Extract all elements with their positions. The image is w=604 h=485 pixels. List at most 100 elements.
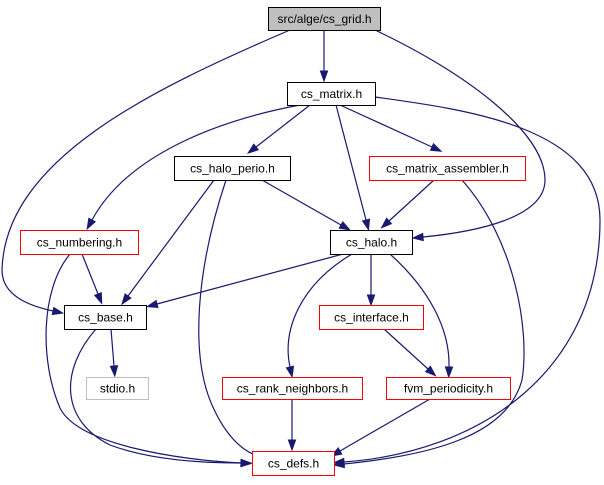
- edge-arrowhead: [411, 232, 424, 242]
- edge-line: [388, 179, 435, 222]
- nodes-layer: src/alge/cs_grid.h cs_matrix.h cs_halo_per…: [20, 7, 526, 476]
- edge-line: [1, 29, 291, 312]
- node-box: [268, 7, 381, 31]
- edge-arrowhead: [246, 143, 260, 155]
- edge-line: [91, 104, 301, 221]
- edge-cs_base-to-stdio: [109, 328, 119, 378]
- node-cs-halo-perio[interactable]: cs_halo_perio.h: [174, 156, 291, 181]
- node-box: [252, 451, 335, 476]
- edge-cs_matrix_assembler-to-cs_defs: [332, 179, 525, 469]
- node-cs-matrix[interactable]: cs_matrix.h: [287, 82, 376, 106]
- edge-arrowhead: [444, 366, 454, 379]
- node-cs-numbering[interactable]: cs_numbering.h: [20, 230, 139, 255]
- edge-arrowhead: [424, 365, 437, 377]
- edge-line: [261, 179, 342, 226]
- edge-cs_numbering-to-cs_base: [81, 253, 103, 305]
- node-cs-interface[interactable]: cs_interface.h: [319, 305, 424, 330]
- node-cs-defs[interactable]: cs_defs.h: [252, 451, 335, 476]
- node-box: [174, 156, 291, 181]
- edge-cs_grid-to-cs_matrix: [319, 30, 329, 83]
- node-label: cs_rank_neighbors.h: [237, 382, 348, 396]
- node-box: [64, 305, 147, 330]
- node-box: [287, 82, 376, 106]
- node-label: cs_halo_perio.h: [190, 162, 275, 176]
- node-label: stdio.h: [100, 382, 135, 396]
- edge-cs_matrix-to-cs_defs: [332, 96, 601, 467]
- edge-cs_halo_perio-to-cs_defs: [198, 179, 266, 460]
- edge-arrowhead: [361, 218, 371, 232]
- edge-arrowhead: [51, 306, 65, 316]
- node-box: [369, 156, 526, 181]
- edge-line: [69, 328, 242, 464]
- node-box: [222, 377, 363, 400]
- edge-cs_matrix-to-cs_halo_perio: [246, 104, 311, 155]
- edge-line: [255, 104, 311, 148]
- edge-arrowhead: [366, 294, 376, 307]
- edges-layer: [1, 29, 601, 469]
- node-box: [386, 377, 511, 400]
- edge-cs_halo-to-cs_rank_neighbors: [285, 253, 353, 379]
- edge-cs_numbering-to-cs_defs: [45, 253, 253, 468]
- edge-line: [343, 96, 601, 463]
- edge-arrowhead: [287, 439, 297, 452]
- edge-arrowhead: [109, 365, 119, 378]
- edge-cs_matrix-to-cs_halo: [335, 104, 371, 232]
- edge-line: [198, 179, 256, 456]
- edge-cs_matrix_assembler-to-cs_halo: [380, 179, 435, 229]
- edge-arrowhead: [429, 142, 443, 152]
- node-cs-rank-neighbors[interactable]: cs_rank_neighbors.h: [222, 377, 363, 400]
- node-label: cs_base.h: [78, 311, 133, 325]
- edge-arrowhead: [93, 291, 103, 305]
- node-stdio: stdio.h: [86, 377, 149, 400]
- node-cs-grid[interactable]: src/alge/cs_grid.h: [268, 7, 381, 31]
- edge-line: [110, 328, 115, 367]
- edge-cs_halo-to-cs_interface: [366, 254, 376, 307]
- edge-arrowhead: [240, 458, 253, 468]
- node-label: cs_numbering.h: [37, 236, 122, 250]
- edge-line: [335, 104, 367, 221]
- edge-line: [45, 253, 242, 464]
- node-cs-halo[interactable]: cs_halo.h: [330, 230, 413, 255]
- edge-arrowhead: [319, 70, 329, 83]
- edge-line: [374, 29, 546, 238]
- edge-cs_interface-to-fvm_periodicity: [383, 328, 437, 377]
- edge-line: [156, 253, 344, 305]
- node-cs-matrix-assembler[interactable]: cs_matrix_assembler.h: [369, 156, 526, 181]
- edge-cs_matrix-to-cs_numbering: [86, 104, 301, 231]
- edge-line: [81, 253, 99, 295]
- node-cs-base[interactable]: cs_base.h: [64, 305, 147, 330]
- edge-cs_halo-to-cs_base: [145, 253, 344, 309]
- node-box: [20, 230, 139, 255]
- node-fvm-periodicity[interactable]: fvm_periodicity.h: [386, 377, 511, 400]
- node-label: cs_interface.h: [334, 311, 409, 325]
- edge-arrowhead: [145, 299, 159, 309]
- edge-cs_halo_perio-to-cs_base: [121, 179, 215, 306]
- edge-cs_grid-to-cs_halo: [374, 29, 546, 242]
- edge-arrowhead: [285, 365, 295, 379]
- edge-line: [383, 328, 429, 370]
- edge-cs_matrix-to-cs_matrix_assembler: [339, 104, 443, 152]
- edge-line: [339, 104, 433, 148]
- node-box: [86, 377, 149, 400]
- node-label: src/alge/cs_grid.h: [277, 12, 371, 26]
- node-label: fvm_periodicity.h: [404, 382, 493, 396]
- edge-cs_halo-to-fvm_periodicity: [389, 253, 454, 379]
- node-box: [330, 230, 413, 255]
- edge-arrowhead: [86, 217, 97, 231]
- edge-cs_halo_perio-to-cs_halo: [261, 179, 351, 231]
- edge-line: [287, 253, 353, 368]
- edge-arrowhead: [332, 459, 345, 469]
- edge-cs_base-to-cs_defs: [69, 328, 253, 468]
- edge-arrowhead: [121, 293, 132, 306]
- edge-cs_rank_neighbors-to-cs_defs: [287, 399, 297, 452]
- edge-fvm_periodicity-to-cs_defs: [330, 398, 431, 457]
- node-label: cs_defs.h: [268, 457, 319, 471]
- edge-cs_grid-to-cs_base: [1, 29, 291, 316]
- edge-line: [389, 253, 450, 368]
- edge-line: [343, 179, 525, 465]
- node-label: cs_matrix_assembler.h: [386, 162, 509, 176]
- edge-line: [339, 398, 431, 452]
- node-label: cs_matrix.h: [301, 87, 362, 101]
- node-label: cs_halo.h: [346, 236, 397, 250]
